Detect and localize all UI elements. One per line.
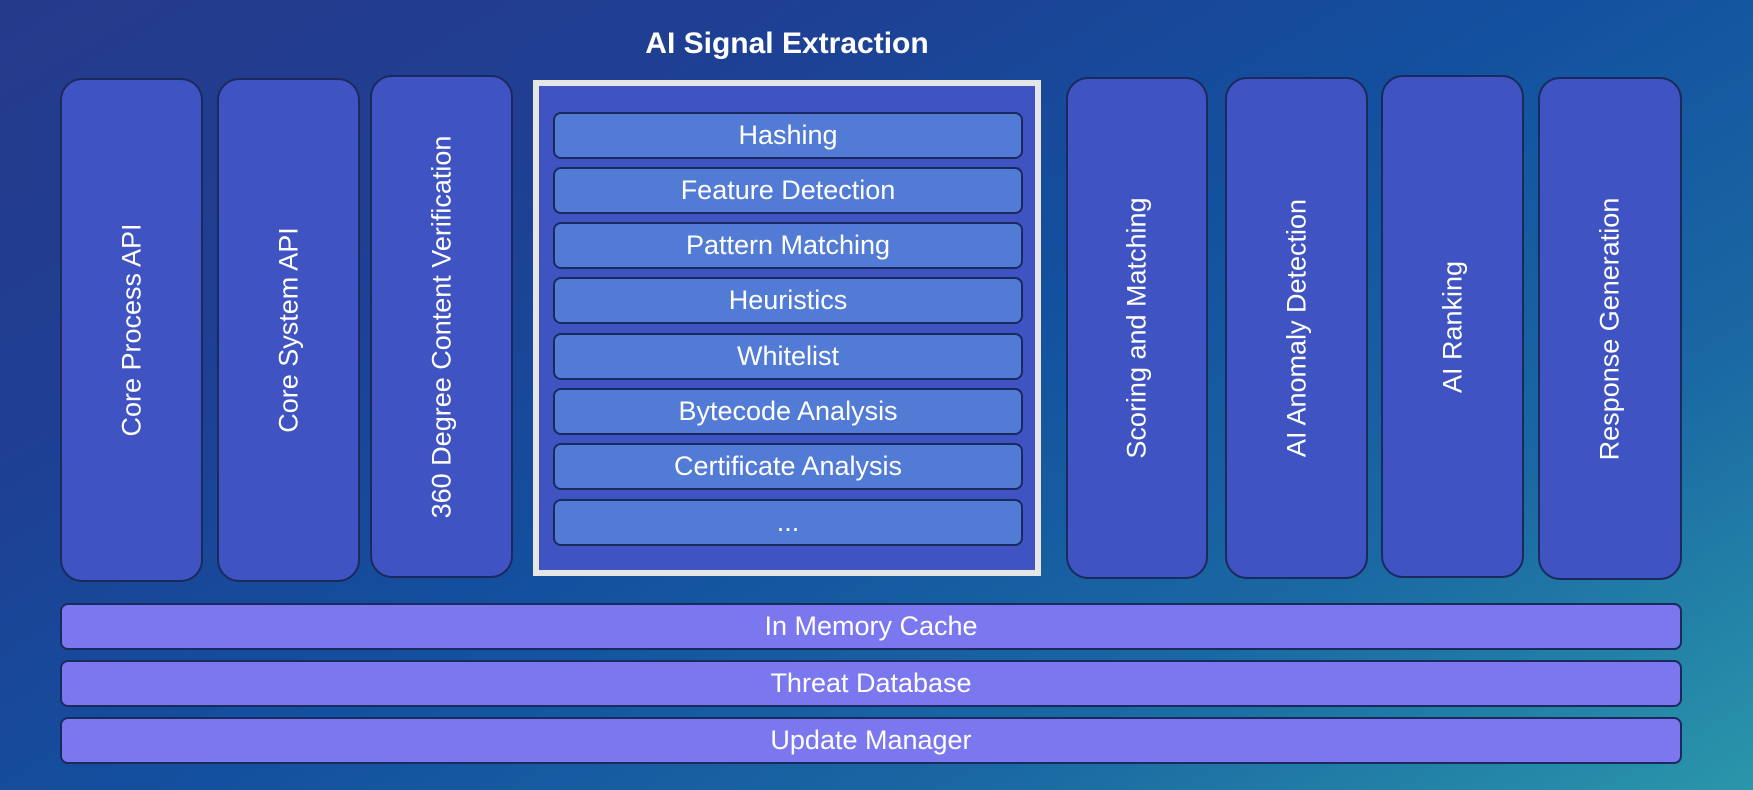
item-heuristics: Heuristics: [553, 277, 1023, 324]
column-content-verification: 360 Degree Content Verification: [370, 75, 513, 578]
diagram-title: AI Signal Extraction: [645, 27, 929, 60]
column-label: AI Anomaly Detection: [1281, 198, 1311, 458]
item-hashing: Hashing: [553, 112, 1023, 159]
item-pattern-matching: Pattern Matching: [553, 222, 1023, 269]
layer-threat-database: Threat Database: [60, 660, 1682, 707]
column-ai-anomaly-detection: AI Anomaly Detection: [1225, 77, 1368, 579]
column-label: Core System API: [273, 227, 303, 433]
column-label: 360 Degree Content Verification: [426, 135, 456, 518]
column-response-generation: Response Generation: [1538, 77, 1682, 580]
column-scoring-matching: Scoring and Matching: [1066, 77, 1208, 579]
column-core-system-api: Core System API: [217, 78, 360, 582]
column-label: AI Ranking: [1437, 260, 1467, 393]
column-label: Response Generation: [1594, 197, 1625, 460]
item-more: ...: [553, 499, 1023, 546]
item-whitelist: Whitelist: [553, 333, 1023, 380]
layer-update-manager: Update Manager: [60, 717, 1682, 764]
column-label: Scoring and Matching: [1121, 197, 1152, 459]
column-label: Core Process API: [116, 223, 146, 437]
column-core-process-api: Core Process API: [60, 78, 203, 582]
signal-extraction-box: Hashing Feature Detection Pattern Matchi…: [533, 80, 1041, 576]
item-bytecode-analysis: Bytecode Analysis: [553, 388, 1023, 435]
column-ai-ranking: AI Ranking: [1381, 75, 1524, 578]
item-certificate-analysis: Certificate Analysis: [553, 443, 1023, 490]
item-feature-detection: Feature Detection: [553, 167, 1023, 214]
layer-in-memory-cache: In Memory Cache: [60, 603, 1682, 650]
